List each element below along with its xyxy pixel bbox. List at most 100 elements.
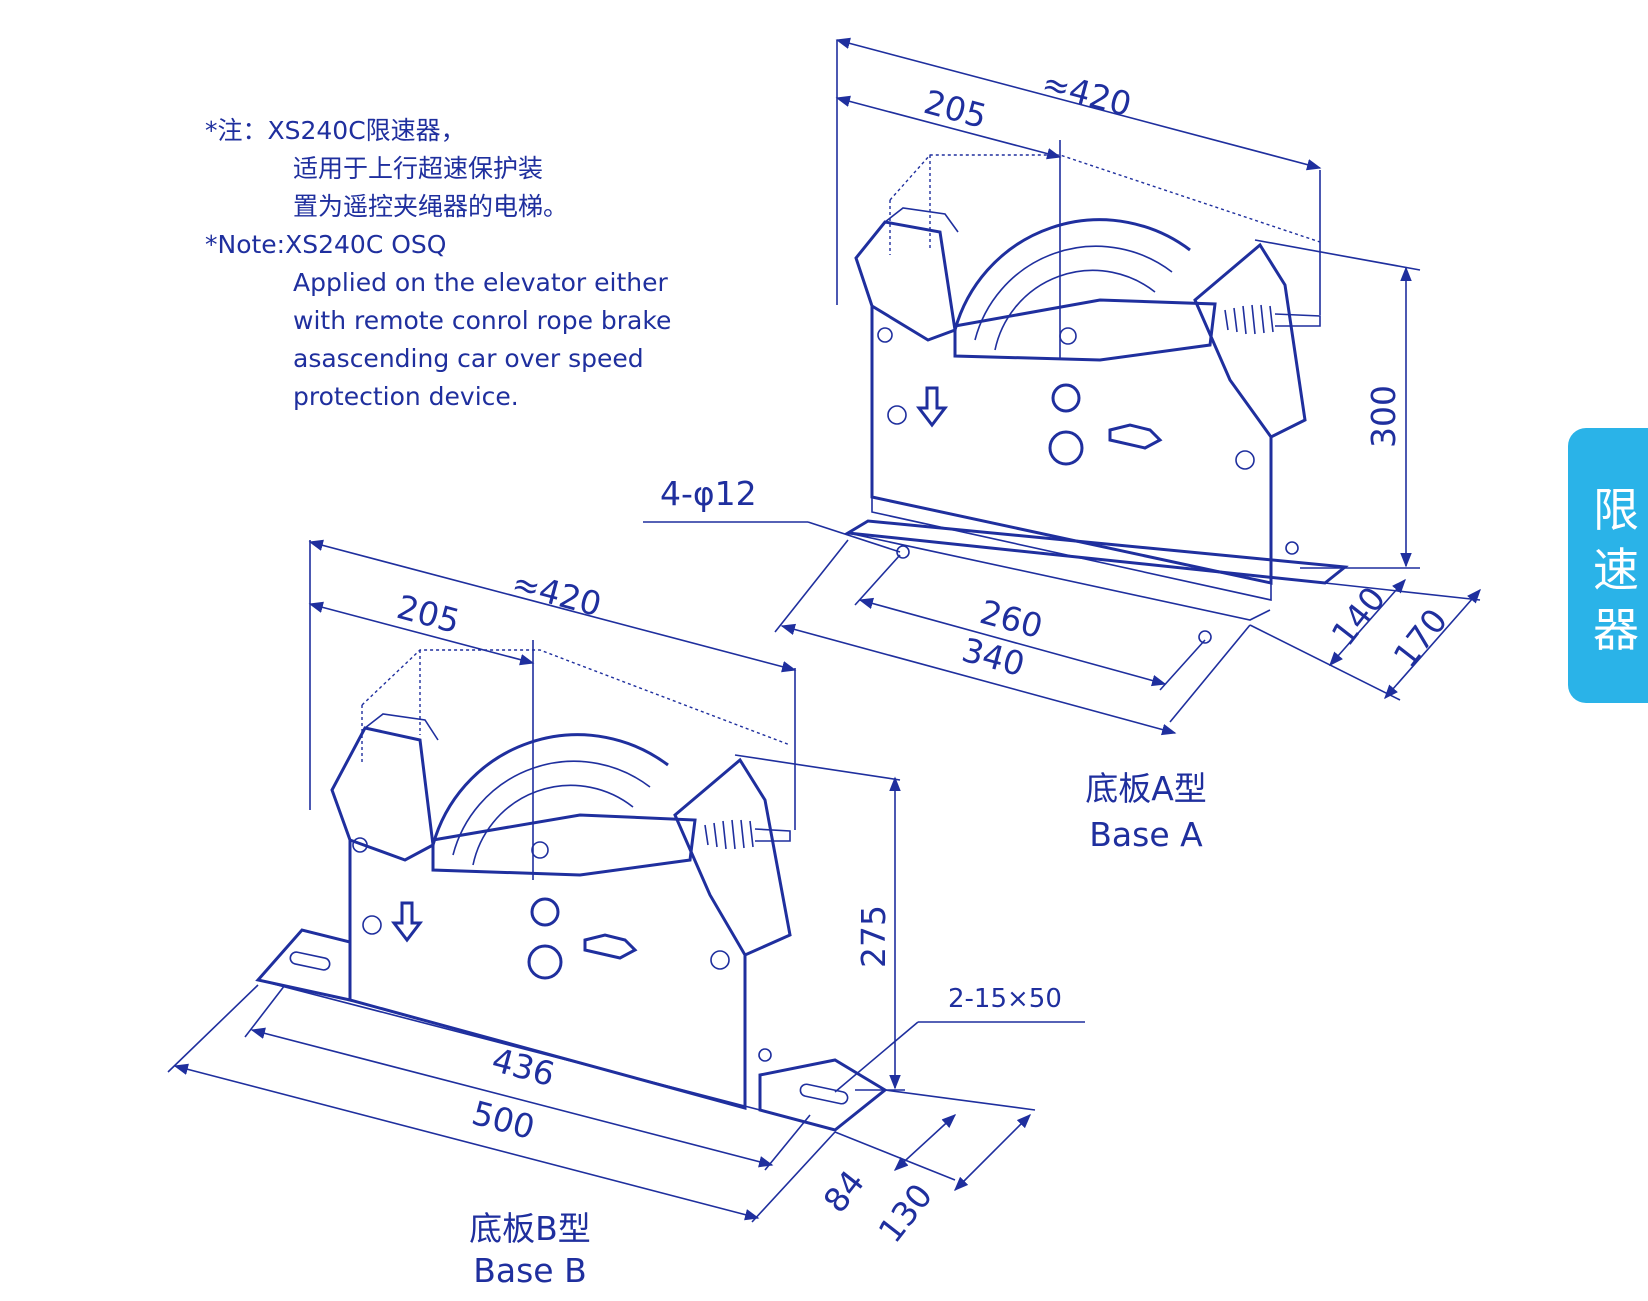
base-a-hole-2 <box>877 327 893 343</box>
base-b-sheave-groove <box>452 760 651 856</box>
base-b-span2-dim-line <box>173 1063 760 1221</box>
base-a-span2-ext-right <box>1169 624 1251 723</box>
base-b-half-dim: 205 <box>393 587 464 641</box>
base-a-dimensions: ≈420 205 300 4-φ12 260 340 140 170 底板A型 … <box>643 37 1481 854</box>
base-b-total-dim: ≈420 <box>508 563 606 624</box>
base-a-lever-arm <box>953 298 1217 362</box>
base-b-hole-3 <box>710 950 730 970</box>
note-en-line-2: Applied on the elevator either <box>293 268 668 297</box>
base-b-height-dim: 275 <box>854 905 893 968</box>
base-b-hidden-outline <box>361 649 791 746</box>
base-a-governor <box>843 154 1349 644</box>
base-b-caption-zh: 底板B型 <box>469 1209 591 1248</box>
base-a-span2-dim-line <box>780 623 1177 736</box>
base-b-span1-dim: 436 <box>488 1040 559 1094</box>
base-a-sheave-groove <box>974 245 1173 341</box>
base-a-down-arrow-icon <box>915 386 949 428</box>
base-a-sheave-rim <box>953 218 1191 331</box>
base-b-bolt-1 <box>530 897 560 927</box>
note-en-line-5: protection device. <box>293 382 519 411</box>
note-en-line-4: asascending car over speed <box>293 344 644 373</box>
base-b-height-ext-top <box>734 754 901 781</box>
base-a-front-panel <box>870 306 1273 585</box>
base-b-governor <box>255 649 888 1132</box>
base-a-hole-1 <box>887 405 907 425</box>
base-b-span2-ext-right <box>751 1131 836 1223</box>
note-en-line-1: *Note:XS240C OSQ <box>205 230 447 259</box>
base-a-total-dim: ≈420 <box>1038 63 1136 124</box>
note-zh-line-1: *注：XS240C限速器， <box>205 116 466 145</box>
base-a-depth1-dim: 140 <box>1324 579 1394 653</box>
base-a-front-lip <box>871 497 1272 601</box>
base-b-depth1-dim-line <box>893 1114 957 1171</box>
base-b-lever-arm <box>431 813 697 877</box>
base-b-dimensions: ≈420 205 275 2-15×50 436 500 84 130 底板B型… <box>167 539 1085 1290</box>
base-b-span1-ext-right <box>764 1114 811 1171</box>
side-tab[interactable]: 限速器 <box>1568 428 1648 703</box>
base-a-mount-hole-2 <box>1285 541 1299 555</box>
base-b-spring-rod <box>754 828 791 842</box>
base-a-lever-pin <box>1059 327 1077 345</box>
base-a-pawl <box>1108 423 1163 450</box>
notes-block: *注：XS240C限速器， 适用于上行超速保护装 置为遥控夹绳器的电梯。 *No… <box>205 112 671 416</box>
side-tab-label: 限速器 <box>1593 483 1639 657</box>
base-b-hole-1 <box>362 915 382 935</box>
base-b-total-dim-line <box>308 539 797 673</box>
base-b-down-arrow-icon <box>390 901 424 943</box>
base-b-sheave-rim <box>431 733 669 846</box>
base-b-hole-2 <box>352 837 368 853</box>
base-b-depth1-dim: 84 <box>816 1163 873 1220</box>
base-b-bolt-2 <box>527 944 563 980</box>
base-a-depth2-dim-line <box>1384 588 1481 700</box>
base-a-spring-rod <box>1274 313 1321 327</box>
note-en-line-3: with remote conrol rope brake <box>293 306 672 335</box>
base-b-slot-left <box>289 951 331 971</box>
base-a-sheave-inner <box>994 269 1156 351</box>
base-a-caption-zh: 底板A型 <box>1085 769 1207 808</box>
base-b-left-bracket <box>330 726 435 862</box>
base-b-depth2-dim: 130 <box>871 1176 941 1250</box>
base-b-hidden-verticals <box>361 650 421 765</box>
base-a-plate-edge <box>847 532 1271 621</box>
base-a-left-bracket-top <box>884 207 959 233</box>
base-a-plate <box>843 519 1349 585</box>
note-zh-line-3: 置为遥控夹绳器的电梯。 <box>293 192 569 221</box>
base-a-span1-ext-right <box>1159 639 1206 691</box>
base-a-depth2-dim: 170 <box>1386 601 1456 675</box>
base-a-right-frame <box>1193 242 1307 439</box>
base-a-depth-ext-1 <box>1249 624 1401 701</box>
base-b-depth-ext-2 <box>884 1089 1036 1111</box>
base-b-slots-leader <box>834 1021 919 1093</box>
base-a-bolt-2 <box>1048 430 1084 466</box>
base-b-pawl <box>583 933 638 960</box>
base-a-mount-hole-1 <box>896 545 910 559</box>
base-b-sheave-inner <box>472 784 634 866</box>
base-a-hole-3 <box>1235 450 1255 470</box>
base-b-caption-en: Base B <box>473 1251 587 1290</box>
base-b-spring <box>704 819 754 850</box>
base-a-holes-leader <box>807 521 901 553</box>
base-a-left-bracket <box>854 220 957 342</box>
base-b-plate-right <box>758 1058 888 1132</box>
base-a-span2-ext-left <box>774 539 849 633</box>
base-b-plate-left <box>255 928 352 1002</box>
base-b-right-frame <box>673 757 792 957</box>
note-zh-line-2: 适用于上行超速保护装 <box>293 154 544 183</box>
base-a-hidden-outline <box>889 154 1321 243</box>
base-a-height-dim: 300 <box>1364 385 1403 448</box>
base-b-slot-right <box>799 1083 849 1105</box>
base-a-half-dim: 205 <box>920 82 991 136</box>
base-b-span2-ext-left <box>167 984 259 1073</box>
base-a-height-ext-top <box>1254 239 1421 271</box>
base-a-mount-hole-3 <box>1198 630 1212 644</box>
base-a-caption-en: Base A <box>1089 815 1203 854</box>
base-b-lever-pin <box>531 841 549 859</box>
base-a-half-dim-line <box>835 95 1062 160</box>
base-a-hidden-verticals <box>889 155 931 255</box>
base-b-half-dim-line <box>308 601 535 666</box>
base-a-spring <box>1224 304 1274 335</box>
base-b-left-bracket-top <box>364 713 439 741</box>
base-a-holes-dim: 4-φ12 <box>660 474 757 513</box>
base-b-mount-hole <box>758 1048 772 1062</box>
